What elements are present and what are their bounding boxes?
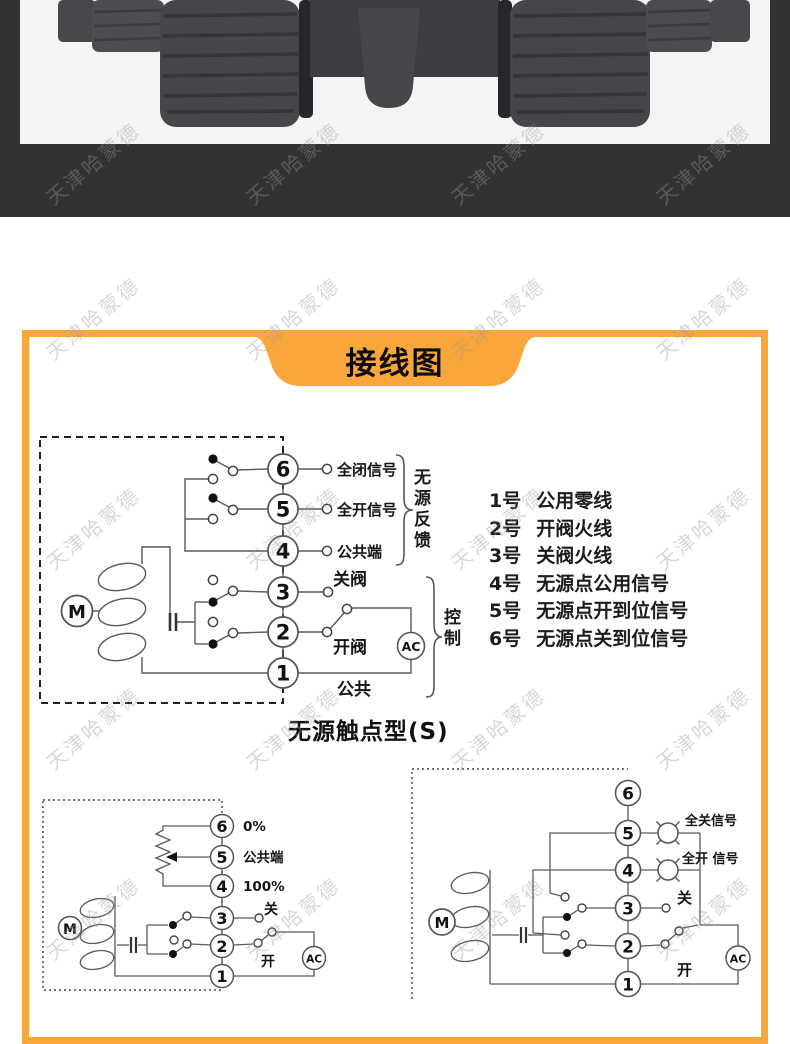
svg-text:关: 关 [677,889,692,907]
svg-text:1: 1 [622,976,634,996]
ac-source-icon [725,945,751,971]
list-item: 3号关阀火线 [489,545,613,568]
svg-text:全开 信号: 全开 信号 [681,851,739,867]
dark-band [0,0,790,217]
nc-contacts [169,921,177,958]
wiring-section-frame [22,330,768,1044]
svg-text:公共: 公共 [337,680,371,700]
terminal-description-list: 1号公用零线 2号开阀火线 3号关阀火线 4号无源点公用信号 5号无源点开到位信… [489,486,688,651]
svg-text:开阀: 开阀 [333,637,367,658]
svg-text:4: 4 [216,877,227,896]
ac-source-icon [396,631,426,661]
ac-source-icon [301,945,327,971]
wire-labels: 全闭信号 全开信号 公共端 关阀 开阀 公共 [333,461,397,700]
svg-text:AC: AC [402,639,421,654]
list-item: 6号无源点关到位信号 [489,627,689,650]
svg-text:1: 1 [216,967,227,986]
svg-text:5: 5 [276,498,291,522]
section-title: 接线图 [345,345,445,382]
svg-text:M: M [435,914,450,932]
braces [395,454,443,698]
list-item: 4号无源点公用信号 [489,572,670,595]
svg-text:关阀: 关阀 [333,569,367,590]
wire-labels: 0% 公共端 100% 关 开 [243,819,285,970]
capacitor-icon [519,927,528,943]
svg-text:3: 3 [216,909,227,928]
svg-text:2: 2 [622,938,634,958]
nc-contacts [563,913,571,957]
actuator-boundary [42,799,223,991]
svg-text:全闭信号: 全闭信号 [336,461,397,479]
svg-text:M: M [68,602,86,623]
svg-text:3: 3 [276,581,291,605]
terminal-circles [209,813,235,989]
svg-text:2: 2 [216,937,227,956]
no-contacts [560,892,684,949]
wiper-arrow [166,852,177,862]
wires [79,825,315,977]
feedback-brace-label: 无源反馈 [410,468,430,552]
motor-icon [428,908,456,936]
lamp-rays [656,821,680,882]
no-contacts [207,463,353,639]
nc-contacts [208,454,218,649]
svg-text:AC: AC [730,953,747,966]
svg-text:100%: 100% [243,879,285,895]
svg-text:开: 开 [261,954,275,970]
svg-text:6: 6 [276,458,291,482]
svg-text:4: 4 [276,540,291,564]
svg-text:全开信号: 全开信号 [336,501,397,519]
svg-text:全关信号: 全关信号 [684,813,737,829]
terminal-circles [267,453,299,689]
svg-text:开: 开 [677,961,692,979]
control-brace-label: 控制 [440,608,460,650]
main-wiring-diagram: 6 5 4 3 2 1 M AC 全闭信号 全开信号 公共端 关阀 开阀 公共 [39,436,443,704]
svg-text:4: 4 [622,862,634,882]
terminal-numbers: 6 5 4 3 2 1 [276,458,291,686]
list-item: 1号公用零线 [489,490,613,513]
lamp-icons [657,822,679,881]
svg-text:5: 5 [216,848,227,867]
list-item: 5号无源点开到位信号 [489,600,689,623]
svg-text:公共端: 公共端 [337,543,382,561]
actuator-boundary [411,768,628,999]
capacitor-icon [129,937,138,953]
banner-tab-shape [249,336,541,386]
svg-text:1: 1 [276,662,291,686]
valve-product-image [58,0,750,127]
svg-text:2: 2 [276,621,291,645]
svg-text:AC: AC [306,954,322,966]
wire-labels: 全关信号 全开 信号 关 开 [677,813,739,979]
svg-text:公共端: 公共端 [243,849,284,866]
lamp-wiring-diagram: 6 5 4 3 2 1 M AC 全关信号 全开 信号 关 开 [411,768,751,999]
motor-icon [60,594,94,628]
motor-icon [57,915,83,941]
svg-text:3: 3 [622,900,634,920]
svg-text:6: 6 [622,785,634,805]
svg-text:M: M [63,922,77,938]
actuator-boundary [39,436,284,704]
svg-text:5: 5 [622,825,634,845]
svg-text:6: 6 [216,817,227,836]
potentiometer-wiring-diagram: 6 5 4 3 2 1 M AC 0% 公共端 100% 关 开 [42,799,327,991]
diagram-caption: 无源触点型(S) [288,719,449,745]
product-photo [20,0,770,144]
list-item: 2号开阀火线 [489,517,613,540]
capacitor-icon [168,613,178,631]
svg-text:0%: 0% [243,819,266,835]
svg-text:关: 关 [264,901,278,918]
terminal-circles [614,779,642,998]
no-contacts [169,911,277,949]
terminal-numbers: 6 5 4 3 2 1 [622,785,634,996]
terminal-numbers: 6 5 4 3 2 1 [216,817,227,986]
